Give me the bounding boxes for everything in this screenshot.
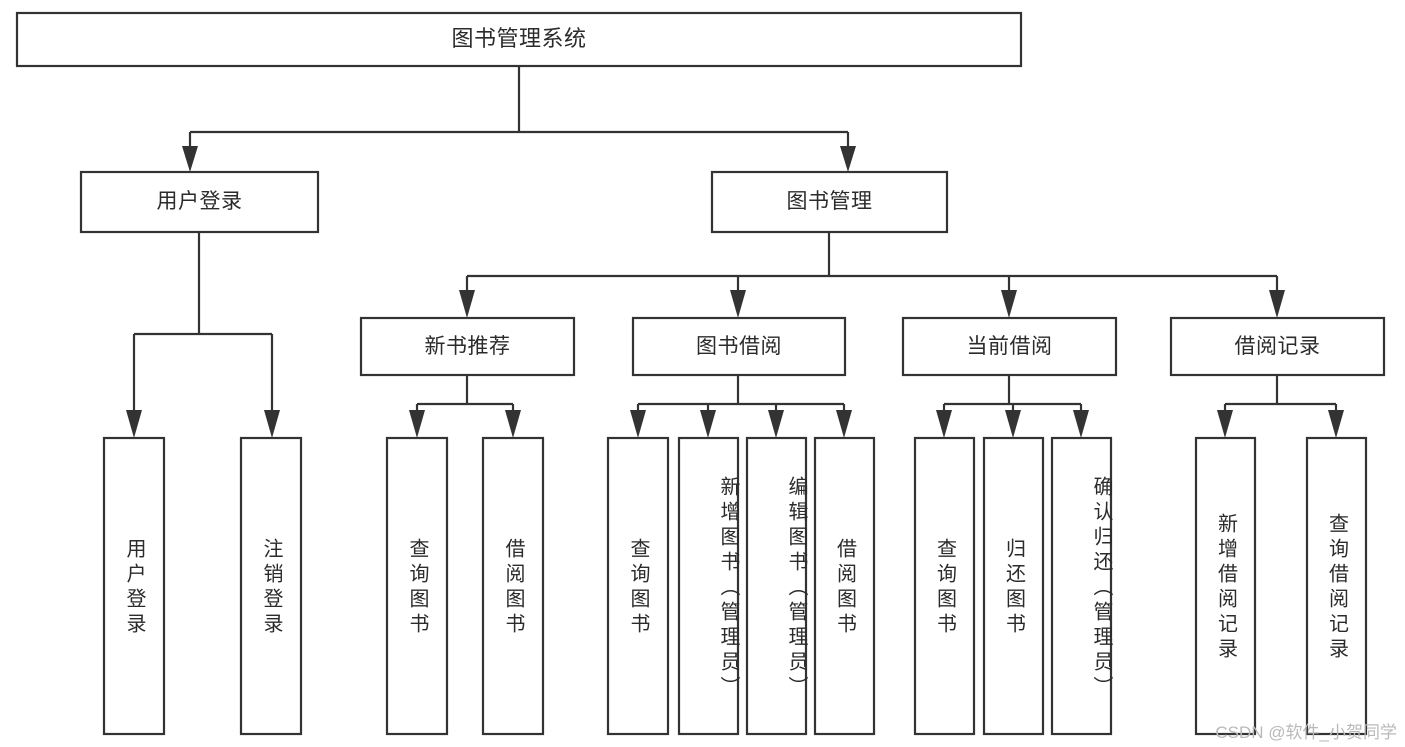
node-leaf-6[interactable] — [745, 436, 808, 736]
node-borrow-record[interactable] — [1169, 316, 1386, 377]
connector-current-borrow-to-leaves — [936, 375, 1089, 438]
node-leaf-1[interactable] — [239, 436, 303, 736]
connector-book-management-to-level3 — [459, 232, 1285, 318]
node-root[interactable] — [15, 11, 1023, 68]
node-leaf-10[interactable] — [1050, 436, 1113, 736]
node-user-login-hit[interactable] — [81, 172, 318, 232]
node-book-management-hit[interactable] — [712, 172, 947, 232]
node-leaf-4[interactable] — [606, 436, 670, 736]
node-leaf-3[interactable] — [481, 436, 545, 736]
node-root-hit[interactable] — [17, 13, 1021, 66]
node-leaf-11[interactable] — [1194, 436, 1257, 736]
node-leaf-2[interactable] — [385, 436, 449, 736]
connector-borrow-record-to-leaves — [1217, 375, 1344, 438]
node-book-borrow[interactable] — [631, 316, 847, 377]
node-new-book-recommend-hit[interactable] — [361, 318, 574, 375]
connector-book-borrow-to-leaves — [630, 375, 852, 438]
node-current-borrow[interactable] — [901, 316, 1118, 377]
node-book-borrow-hit[interactable] — [633, 318, 845, 375]
node-leaf-9[interactable] — [982, 436, 1045, 736]
node-leaf-7[interactable] — [813, 436, 876, 736]
connector-user-login-to-leaves — [126, 232, 280, 438]
node-new-book-recommend[interactable] — [359, 316, 576, 377]
node-leaf-0[interactable] — [102, 436, 166, 736]
node-leaf-12[interactable] — [1305, 436, 1368, 736]
connector-new-book-to-leaves — [409, 375, 521, 438]
node-current-borrow-hit[interactable] — [903, 318, 1116, 375]
connector-root-to-level2 — [182, 66, 856, 172]
node-user-login[interactable] — [79, 170, 320, 234]
node-book-management[interactable] — [710, 170, 949, 234]
node-leaf-8[interactable] — [913, 436, 976, 736]
csdn-watermark: CSDN @软件_小贺同学 — [1215, 723, 1397, 742]
node-leaf-5[interactable] — [677, 436, 740, 736]
node-borrow-record-hit[interactable] — [1171, 318, 1384, 375]
